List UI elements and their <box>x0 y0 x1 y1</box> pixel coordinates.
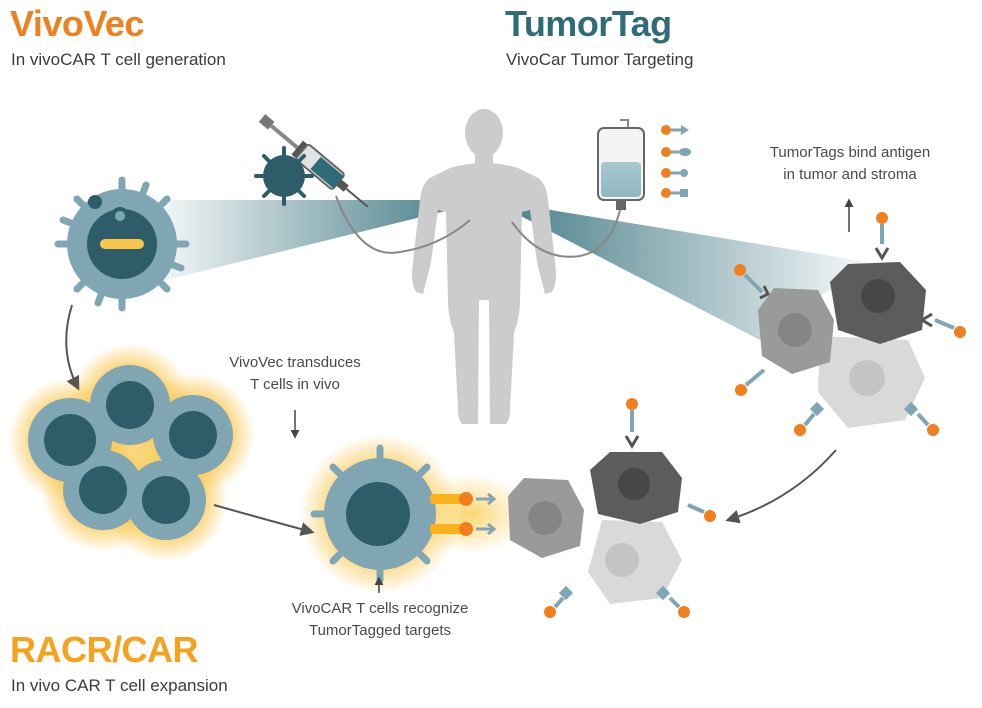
tumor-cell-cluster-bottom <box>508 398 716 618</box>
tumor-cell-cluster-top <box>734 212 966 436</box>
tumortag-bound <box>734 212 966 436</box>
human-body-icon <box>412 109 556 424</box>
arrow-cluster-to-vivocar <box>213 504 315 536</box>
caption-vivovec-transduces-line1: VivoVec transduces <box>229 354 361 371</box>
iv-tube <box>511 209 621 258</box>
vivovec-subtitle: In vivoCAR T cell generation <box>11 50 226 69</box>
arrow-tumor-to-bottom <box>725 449 837 524</box>
vivovec-title: VivoVec <box>10 3 144 44</box>
caption-vivovec-transduces-line2: T cells in vivo <box>250 375 340 393</box>
expanding-t-cell-cluster <box>8 343 255 562</box>
caption-vivocar-recognize-line2: TumorTagged targets <box>308 621 452 639</box>
caption-vivocar-recognize: VivoCAR T cells recognize TumorTagged ta… <box>260 598 500 642</box>
tumortag-bound-bottom <box>544 398 716 618</box>
injection-tube <box>335 195 471 254</box>
virus-particle-icon <box>254 146 314 206</box>
transduced-t-cell <box>54 176 190 312</box>
syringe-icon <box>258 114 369 208</box>
caption-vivocar-recognize-line1: VivoCAR T cells recognize <box>291 600 469 617</box>
vivocar-t-cell-activated <box>300 434 530 594</box>
tumortag-legend <box>661 125 691 198</box>
tumortag-title: TumorTag <box>505 3 672 44</box>
racr-car-title: RACR/CAR <box>10 629 199 670</box>
caption-tumortags-bind-line1: TumorTags bind antigen <box>769 144 931 161</box>
iv-bag-icon <box>597 119 645 210</box>
tumortag-subtitle: VivoCar Tumor Targeting <box>506 50 694 69</box>
arrow-vivovec-to-expansion <box>65 304 80 391</box>
caption-vivovec-transduces: VivoVec transduces T cells in vivo <box>200 352 390 396</box>
racr-car-subtitle: In vivo CAR T cell expansion <box>11 676 228 695</box>
caption-tumortags-bind-line2: in tumor and stroma <box>783 165 917 183</box>
transduction-beam-left <box>158 200 490 282</box>
caption-tumortags-bind: TumorTags bind antigen in tumor and stro… <box>740 142 960 186</box>
